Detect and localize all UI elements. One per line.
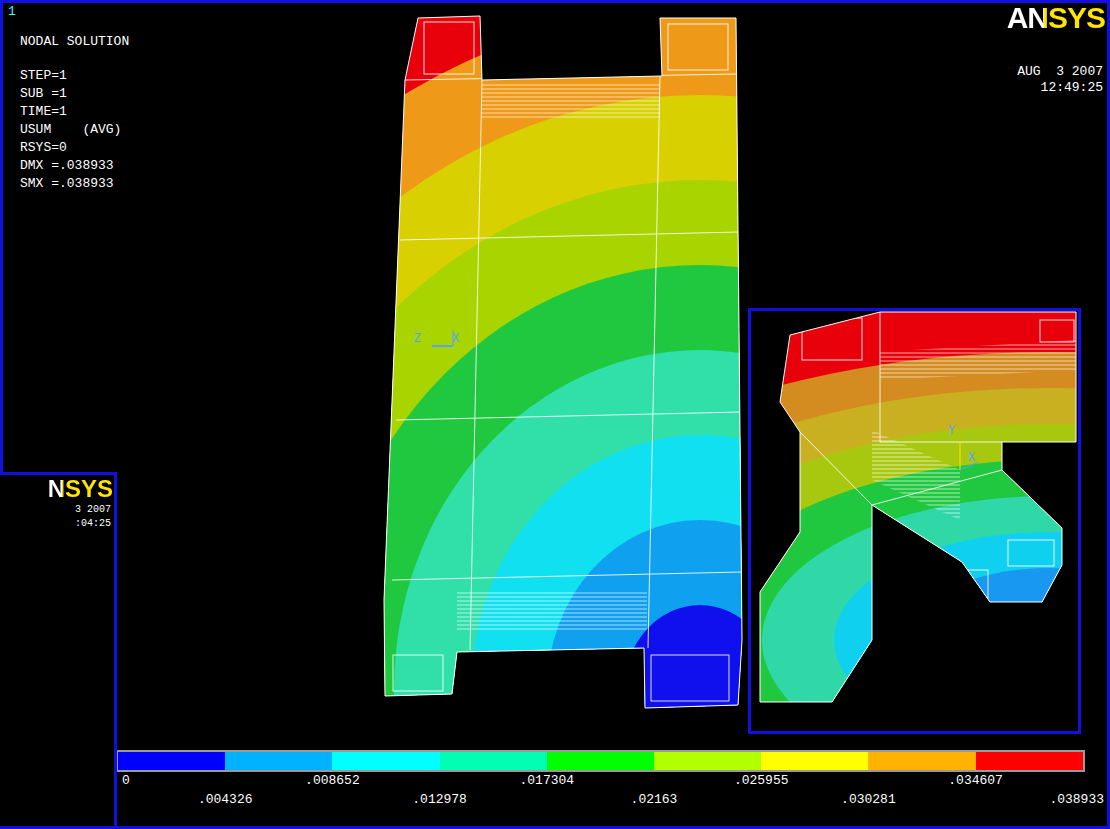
- plot-info: SMX =.038933: [20, 176, 114, 192]
- logo: ANSYS: [1007, 2, 1105, 34]
- axis-label: Z: [414, 331, 421, 347]
- inset-model: [474, 300, 1110, 829]
- color-bar: [116, 750, 1085, 772]
- scale-value: .025955: [734, 773, 789, 789]
- axis-label: X: [968, 452, 975, 464]
- scale-value: .02163: [631, 792, 678, 808]
- time-stamp: :04:25: [75, 518, 111, 530]
- date-stamp: 3 2007: [75, 504, 111, 516]
- axis-label: X: [452, 331, 459, 347]
- scale-value: 0: [122, 773, 130, 789]
- scale-value: .008652: [305, 773, 360, 789]
- plot-info: DMX =.038933: [20, 158, 114, 174]
- scale-value: .038933: [1049, 792, 1104, 808]
- plot-info: STEP=1: [20, 68, 67, 84]
- logo: NSYS: [48, 476, 113, 502]
- plot-info: USUM (AVG): [20, 122, 121, 138]
- window-number: 1: [8, 4, 16, 20]
- plot-info: SUB =1: [20, 86, 67, 102]
- plot-info: RSYS=0: [20, 140, 67, 156]
- plot-info: TIME=1: [20, 104, 67, 120]
- axis-label: Y: [948, 425, 955, 437]
- date-stamp: AUG 3 2007: [1017, 64, 1103, 80]
- scale-value: .004326: [198, 792, 253, 808]
- scale-value: .012978: [412, 792, 467, 808]
- time-stamp: 12:49:25: [1041, 80, 1103, 96]
- plot-info: NODAL SOLUTION: [20, 34, 129, 50]
- scale-value: .034607: [948, 773, 1003, 789]
- scale-value: .030281: [841, 792, 896, 808]
- scale-value: .017304: [519, 773, 574, 789]
